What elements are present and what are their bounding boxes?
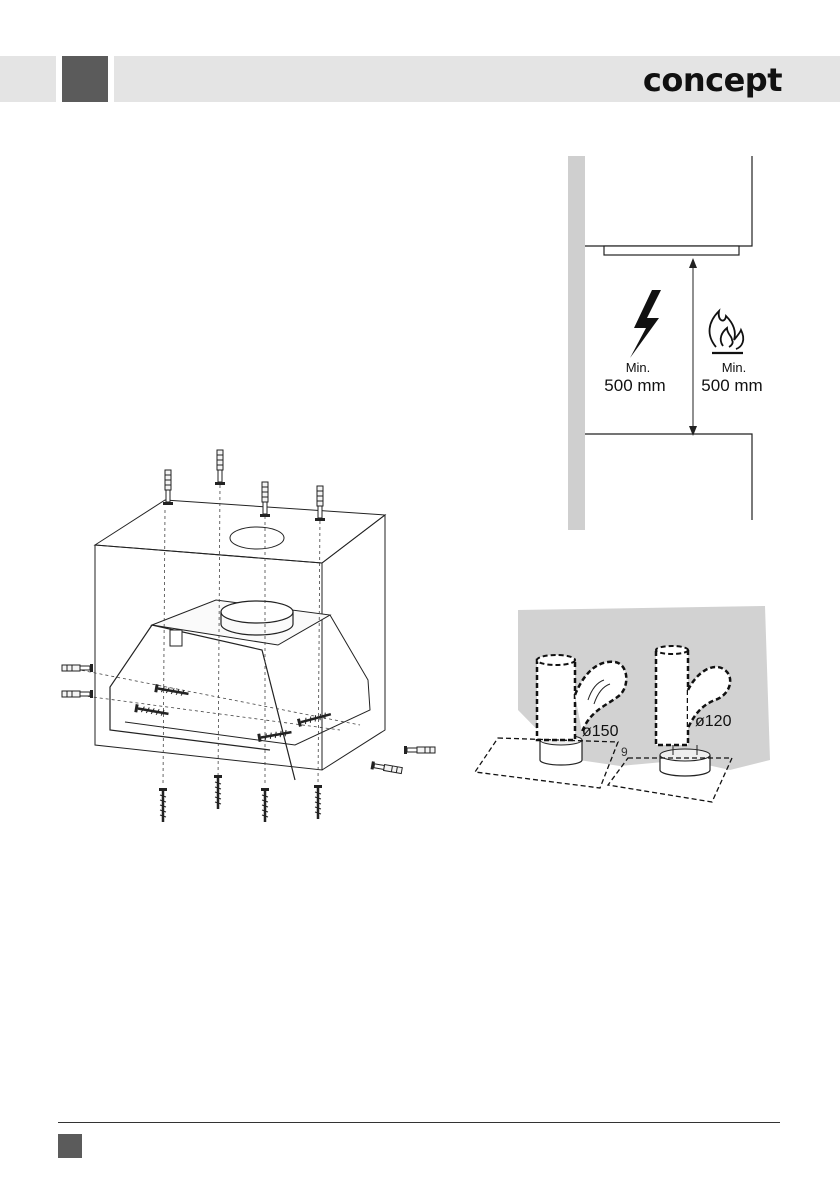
gas-min-label: Min. — [722, 360, 747, 375]
electric-distance: 500 mm — [604, 376, 665, 395]
upper-cabinet — [585, 156, 752, 246]
right-diameter-label: ø120 — [695, 713, 732, 730]
footer-rule — [58, 1122, 780, 1123]
hood-installation-diagram — [40, 440, 450, 835]
hood-bracket — [152, 625, 295, 780]
header-page-square — [62, 56, 108, 102]
duct-hole — [230, 527, 284, 549]
clearance-diagram: Min. 500 mm Min. 500 mm — [560, 150, 780, 535]
lower-cabinet — [585, 434, 752, 520]
header-stripe-right: concept — [114, 56, 840, 102]
hood-collar — [221, 601, 293, 623]
gas-hob-icon — [710, 311, 744, 353]
footer-page-square — [58, 1134, 82, 1158]
page-header: concept — [0, 56, 840, 102]
electric-hob-icon — [630, 290, 661, 358]
header-stripe-left — [0, 56, 56, 102]
brand-logo: concept — [643, 60, 782, 100]
gas-distance: 500 mm — [701, 376, 762, 395]
hood-underside — [604, 246, 739, 255]
marker-label: 9 — [621, 745, 628, 759]
cabinet-front — [95, 545, 322, 770]
left-diameter-label: ø150 — [582, 723, 619, 740]
wall — [568, 156, 585, 530]
duct-diameter-diagram: ø150 ø120 9 — [470, 600, 780, 810]
electric-min-label: Min. — [626, 360, 651, 375]
